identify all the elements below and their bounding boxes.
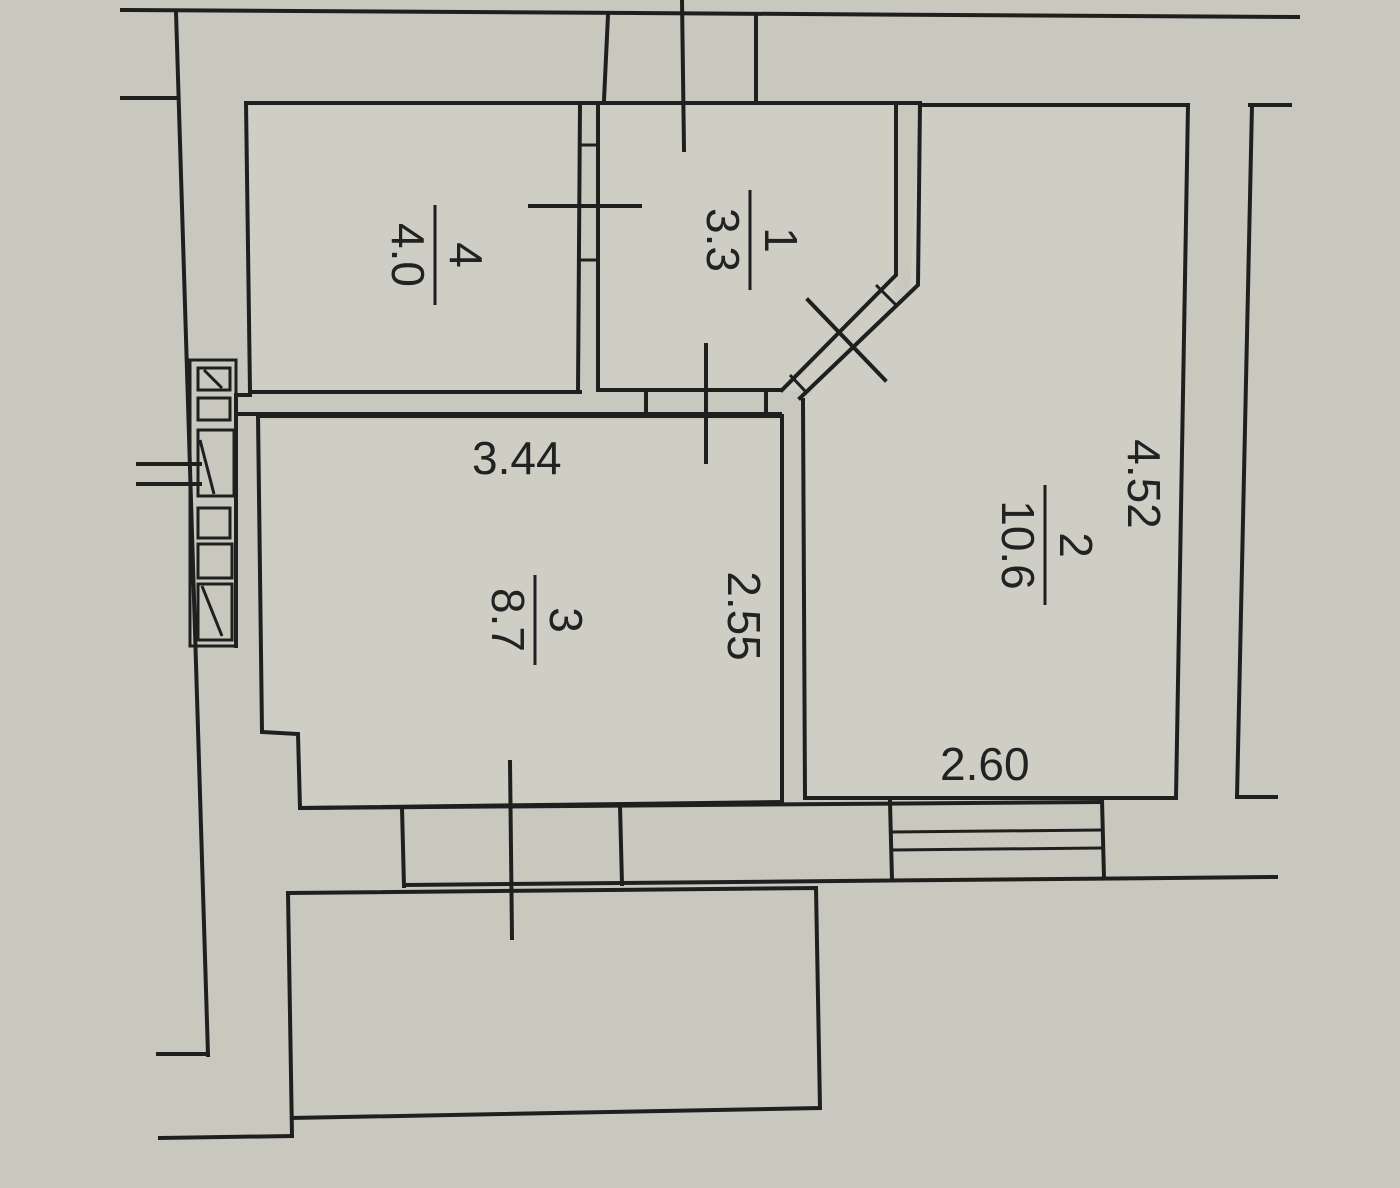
room-2-area: 10.6 — [992, 500, 1044, 590]
dimension-room2-length: 4.52 — [1118, 439, 1170, 529]
room-2-number: 2 — [1050, 532, 1102, 558]
bottom-wall — [297, 759, 1107, 941]
dimension-room3-width: 3.44 — [472, 432, 562, 484]
room-3-number: 3 — [540, 607, 592, 633]
room-1-walls — [596, 0, 923, 464]
room-3-area: 8.7 — [482, 588, 534, 652]
room-label-4: 4 4.0 — [382, 205, 492, 305]
partition-4-1 — [528, 101, 642, 392]
room-2-walls — [800, 102, 1191, 801]
room-4-number: 4 — [440, 242, 492, 268]
dimension-room2-width: 2.60 — [940, 738, 1030, 790]
shaft-top — [601, 12, 758, 103]
balcony — [285, 885, 823, 1139]
dimension-room3-length: 2.55 — [718, 571, 770, 661]
corridor-walls — [234, 390, 782, 416]
room-label-3: 3 8.7 — [482, 575, 592, 665]
room-4-walls — [243, 100, 602, 395]
room-4-area: 4.0 — [382, 223, 434, 287]
left-window — [136, 358, 238, 648]
room-fills — [248, 103, 1188, 806]
room-1-area: 3.3 — [697, 208, 749, 272]
room-label-1: 1 3.3 — [697, 190, 807, 290]
room-label-2: 2 10.6 — [992, 485, 1102, 605]
outer-walls — [119, 7, 1301, 1141]
room-1-number: 1 — [755, 227, 807, 253]
